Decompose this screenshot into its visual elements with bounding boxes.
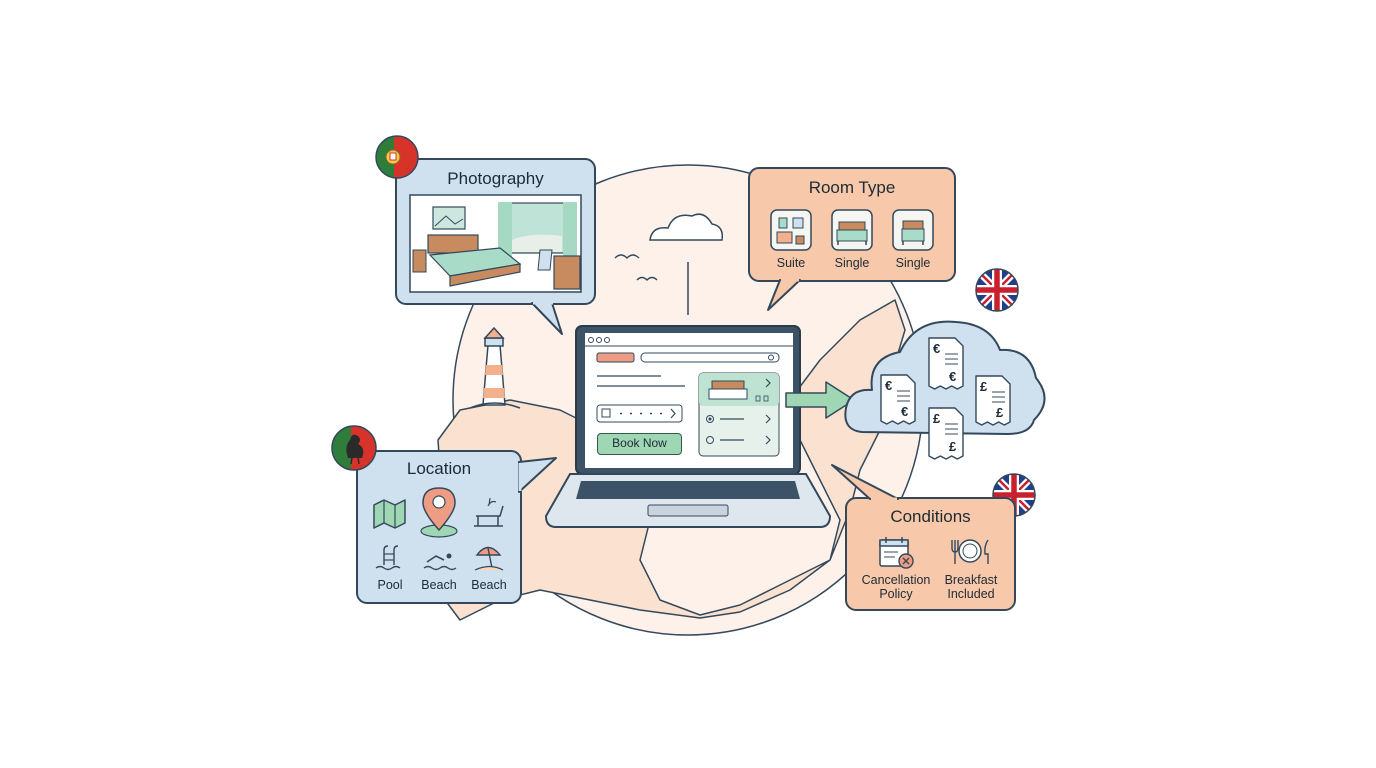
book-now-button[interactable]: Book Now — [597, 433, 682, 455]
currency-cloud: €€€€££££ — [844, 320, 1046, 460]
conditions-bubble — [831, 464, 1016, 611]
pool-icon — [375, 545, 401, 571]
room-label-suite: Suite — [776, 256, 806, 270]
single-bed-icon — [892, 209, 934, 251]
plate-cutlery-icon — [951, 539, 989, 564]
photography-title: Photography — [447, 169, 544, 188]
condition-label-cancellation: Cancellation Policy — [861, 573, 931, 601]
arrow-right-icon — [785, 381, 855, 419]
room-label-single: Single — [834, 256, 870, 270]
location-bubble — [356, 450, 557, 604]
amenity-label-beach: Beach — [471, 578, 507, 592]
suite-room-icon — [770, 209, 812, 251]
laptop-search-bar — [640, 352, 780, 363]
single-bed-icon — [831, 209, 873, 251]
amenity-label-pool: Pool — [377, 578, 403, 592]
currency-receipt-icon: ££ — [928, 407, 964, 460]
photography-bubble — [395, 158, 596, 335]
currency-symbol: € — [949, 369, 956, 384]
uk-flag-icon — [975, 268, 1019, 312]
beach-umbrella-icon — [474, 546, 504, 571]
currency-symbol: € — [901, 404, 908, 419]
sun-lounger-icon — [474, 497, 504, 527]
laptop-date-picker — [596, 404, 683, 423]
map-icon — [373, 499, 406, 529]
bird-icon — [636, 276, 658, 281]
currency-receipt-icon: ££ — [975, 375, 1011, 426]
amenity-label-beach: Beach — [421, 578, 457, 592]
location-title: Location — [406, 459, 472, 478]
currency-symbol: € — [933, 341, 940, 356]
lighthouse-icon — [469, 326, 521, 409]
currency-symbol: £ — [980, 379, 988, 394]
room-type-title: Room Type — [808, 178, 896, 197]
currency-receipt-icon: €€ — [928, 337, 964, 390]
currency-symbol: £ — [933, 411, 941, 426]
swimmer-icon — [423, 553, 457, 571]
location-pin-icon — [420, 487, 458, 538]
hotel-room-photo — [409, 194, 582, 293]
map-landmass — [437, 299, 906, 621]
cancellation-calendar-icon — [879, 537, 914, 569]
currency-symbol: £ — [949, 439, 957, 454]
currency-symbol: £ — [996, 405, 1004, 420]
conditions-title: Conditions — [890, 507, 971, 526]
laptop-illustration — [544, 325, 832, 528]
room-label-single: Single — [895, 256, 931, 270]
condition-label-breakfast: Breakfast Included — [944, 573, 998, 601]
room-type-bubble — [748, 167, 956, 311]
bird-icon — [614, 254, 640, 259]
currency-receipt-icon: €€ — [880, 374, 916, 425]
currency-symbol: € — [885, 378, 892, 393]
cloud-icon — [649, 213, 724, 241]
